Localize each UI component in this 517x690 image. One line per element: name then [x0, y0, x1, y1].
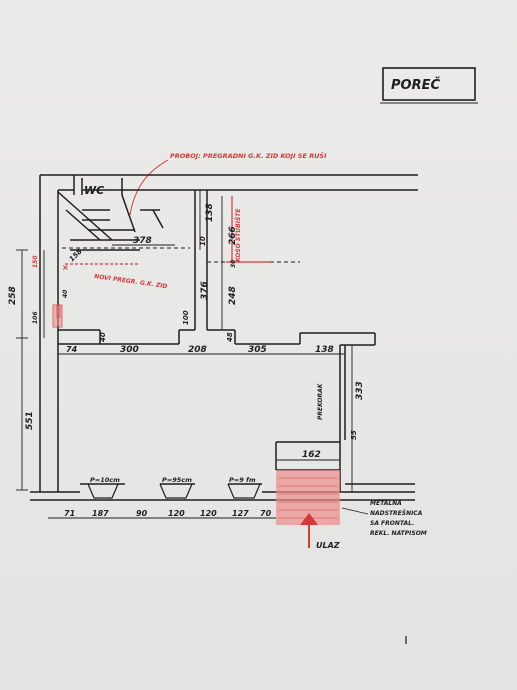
dimension-lines — [16, 190, 353, 519]
dim-248: 248 — [228, 286, 238, 305]
dim-bottom-5: 127 — [232, 509, 249, 518]
svg-text:×: × — [62, 263, 69, 272]
dim-bottom-2: 90 — [136, 509, 148, 518]
dim-162: 162 — [302, 450, 321, 460]
entrance-label: ULAZ — [316, 541, 340, 550]
dim-74: 74 — [66, 345, 78, 354]
dim-266: 266 — [228, 226, 238, 245]
dim-10: 10 — [199, 236, 207, 246]
canopy-note: METALNA NADSTREŠNICA SA FRONTAL. REKL. N… — [370, 500, 427, 537]
dim-bottom-0: 71 — [64, 509, 75, 518]
window-3-label: P=9 fm — [229, 476, 256, 484]
new-wall-red — [52, 196, 270, 328]
dim-bottom-1: 187 — [92, 509, 109, 518]
dim-mid-138: 138 — [315, 345, 334, 355]
dim-bottom-6: 70 — [260, 509, 272, 518]
demolition-arrow — [129, 159, 169, 216]
dim-left-small-b: 40 — [62, 290, 69, 298]
dim-333: 333 — [355, 381, 365, 400]
plan-title: POREČ — [391, 77, 440, 93]
dim-138: 138 — [205, 203, 215, 222]
demolition-note: PROBOJ: PREGRADNI G.K. ZID KOJI SE RUŠI — [170, 151, 327, 160]
stair-note: KOSO STUBIŠTE — [235, 208, 242, 262]
dim-left-upper: 258 — [8, 286, 18, 305]
dim-48: 48 — [226, 332, 234, 342]
dim-378: 378 — [133, 236, 152, 246]
dim-left-small-a: 106 — [32, 311, 39, 324]
dimension-labels: 551 258 150 106 40 378 138 10 266 30 248… — [8, 203, 365, 518]
dim-30: 30 — [230, 260, 237, 268]
right-note: PREKORAK — [317, 382, 324, 420]
entrance-arrow — [300, 513, 318, 525]
wc-label: WC — [84, 184, 104, 197]
dim-208: 208 — [188, 345, 207, 355]
dim-bottom-4: 120 — [200, 509, 217, 518]
walls — [30, 174, 418, 501]
dim-300: 300 — [120, 345, 139, 355]
windows — [87, 483, 261, 499]
dim-100: 100 — [182, 310, 190, 325]
dim-left-total: 551 — [25, 411, 35, 430]
dim-40: 40 — [99, 332, 107, 342]
dim-305: 305 — [248, 345, 267, 355]
dim-bottom-3: 120 — [168, 509, 185, 518]
window-2-label: P=95cm — [162, 476, 192, 484]
window-1-label: P=10cm — [90, 476, 120, 484]
dim-55: 55 — [350, 430, 358, 440]
new-wall-note: NOVI PREGR. G.K. ZID — [94, 273, 168, 290]
title-box: POREČ — [380, 67, 478, 104]
dashed-lines — [62, 247, 300, 263]
dim-left-upper-red: 150 — [32, 255, 39, 268]
dim-376: 376 — [200, 281, 210, 300]
